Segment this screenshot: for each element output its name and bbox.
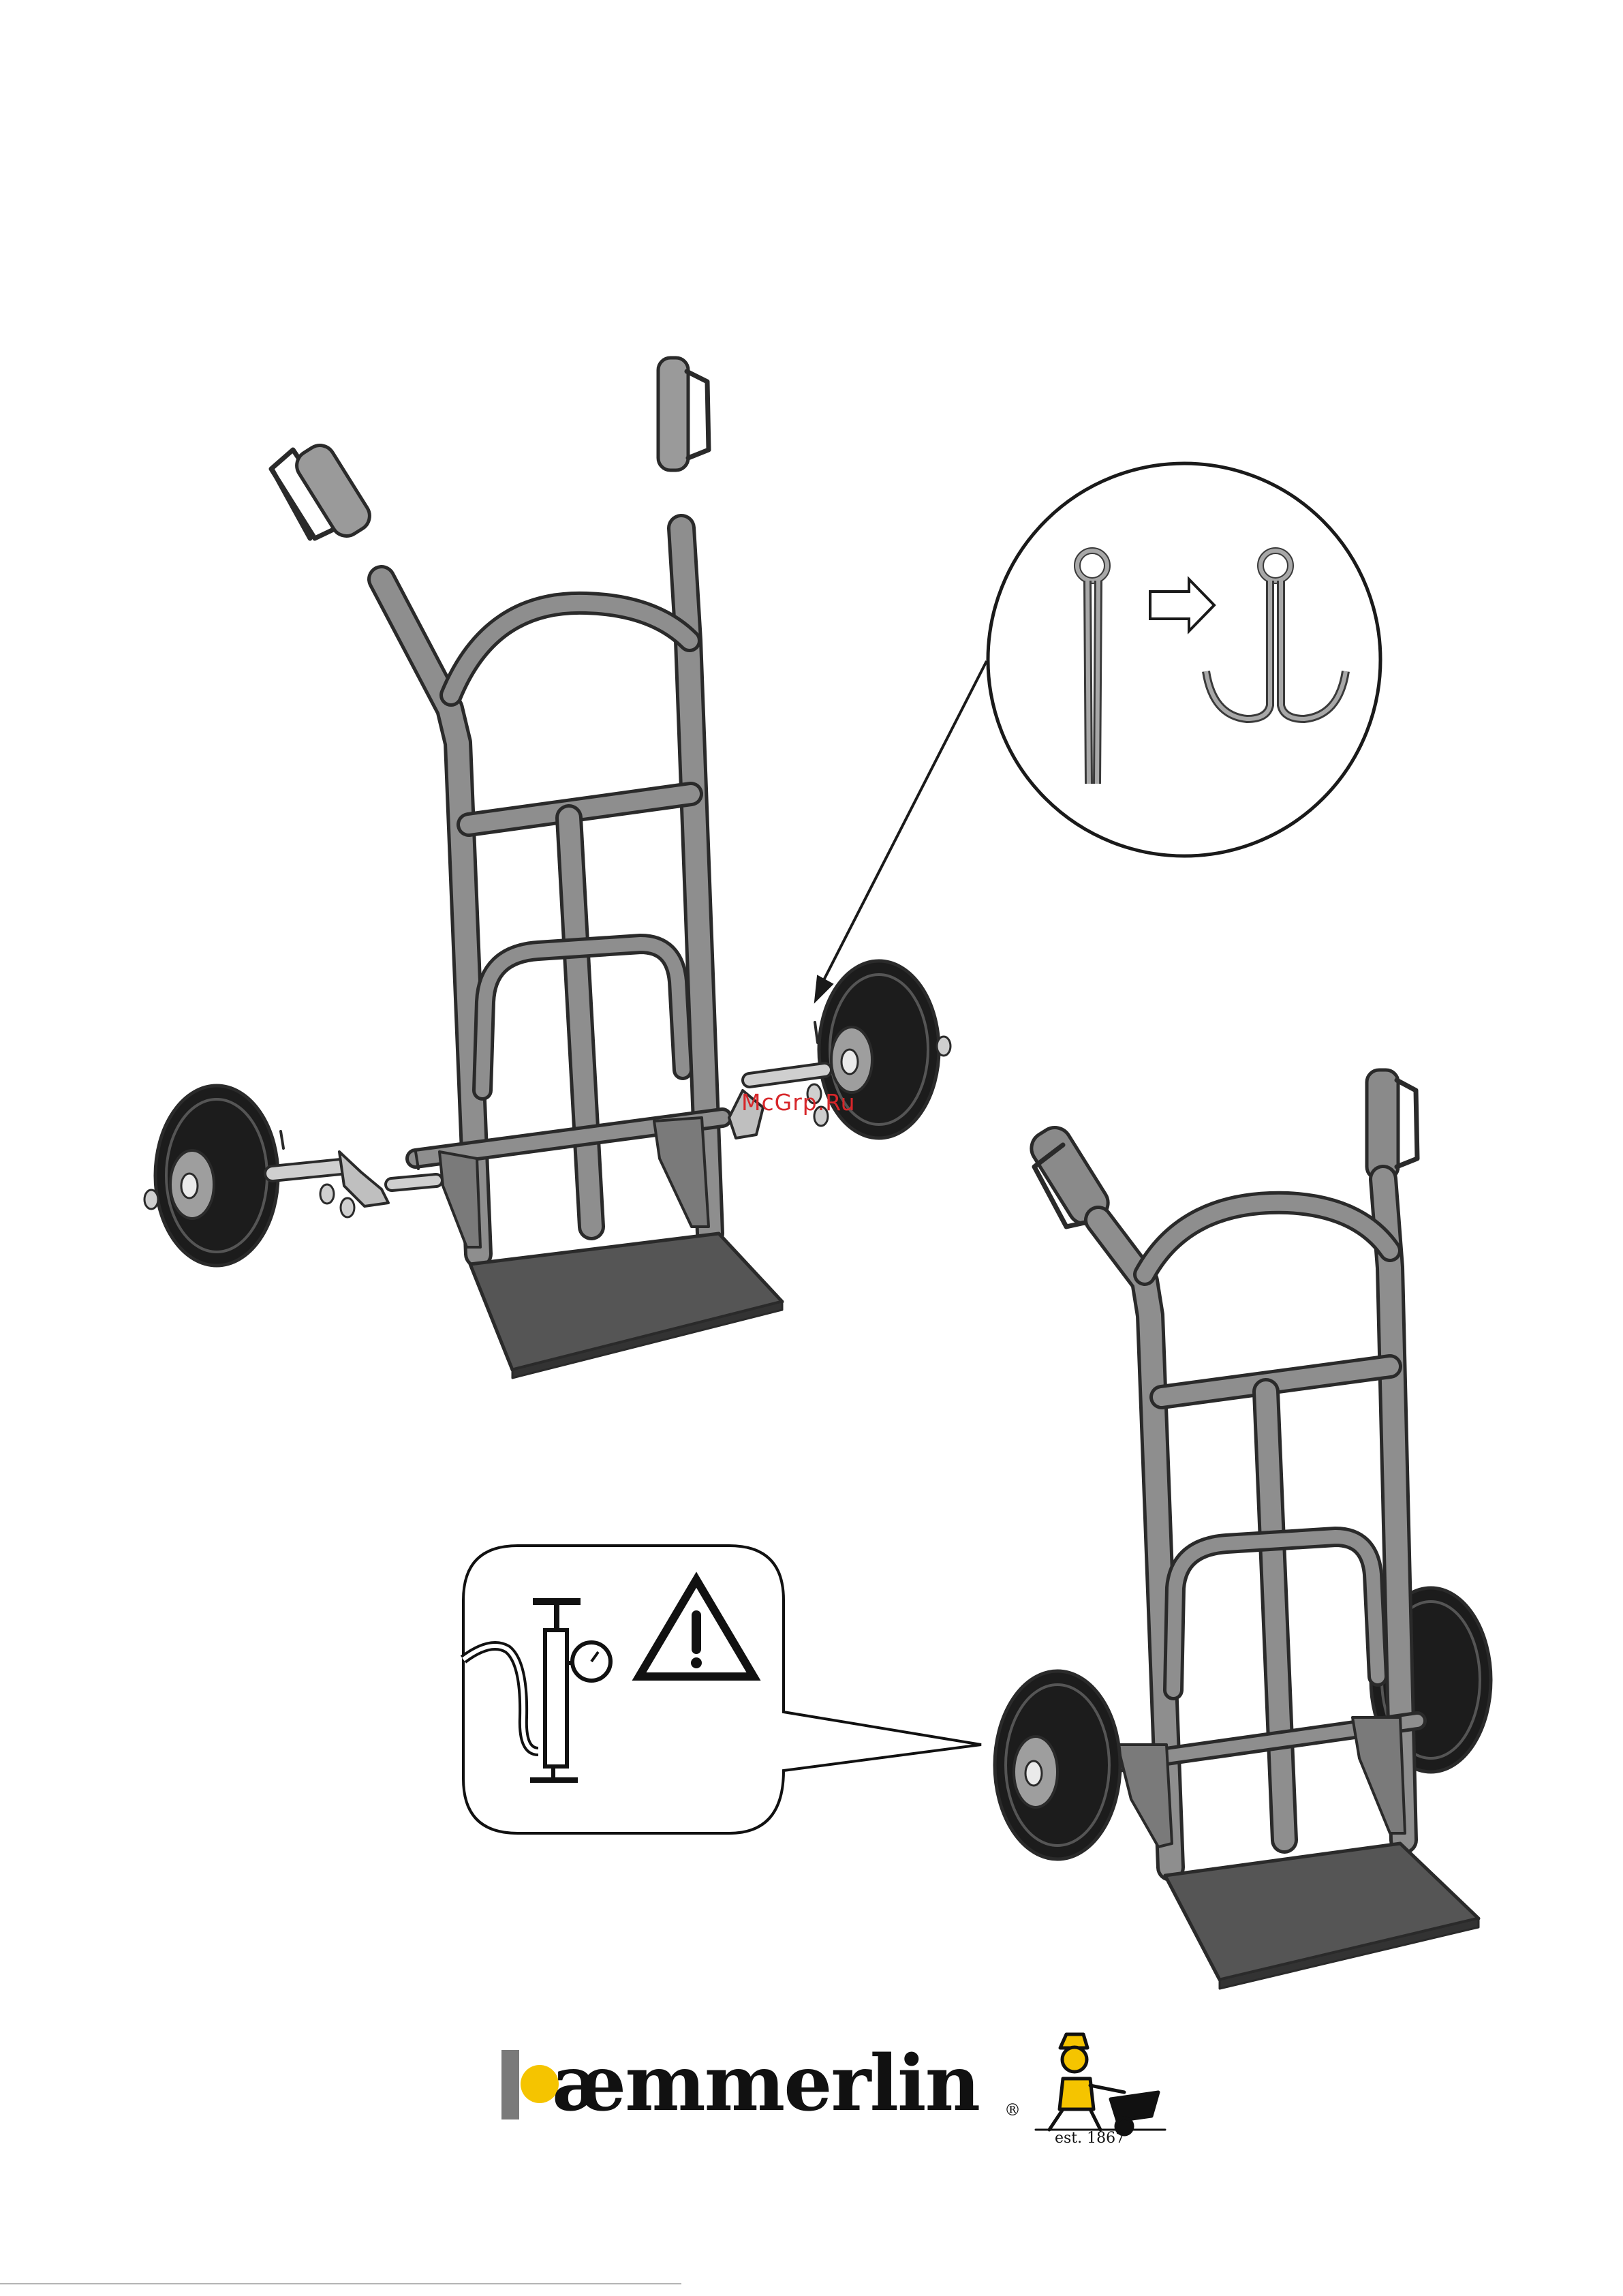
hand-truck-assembled-icon (995, 1070, 1491, 1989)
cotter-pin-bend-icon (815, 463, 1380, 1002)
footer-divider (0, 2283, 681, 2284)
tyre-pump-pressure-warning-icon (463, 1546, 981, 1833)
hand-truck-exploded-icon (144, 358, 950, 1378)
brand-established: est. 1867 (1055, 2130, 1125, 2147)
registered-mark: ® (1004, 2100, 1021, 2119)
watermark-text: McGrp.Ru (741, 1089, 856, 1116)
brand-name: æmmerlin (552, 2039, 979, 2128)
